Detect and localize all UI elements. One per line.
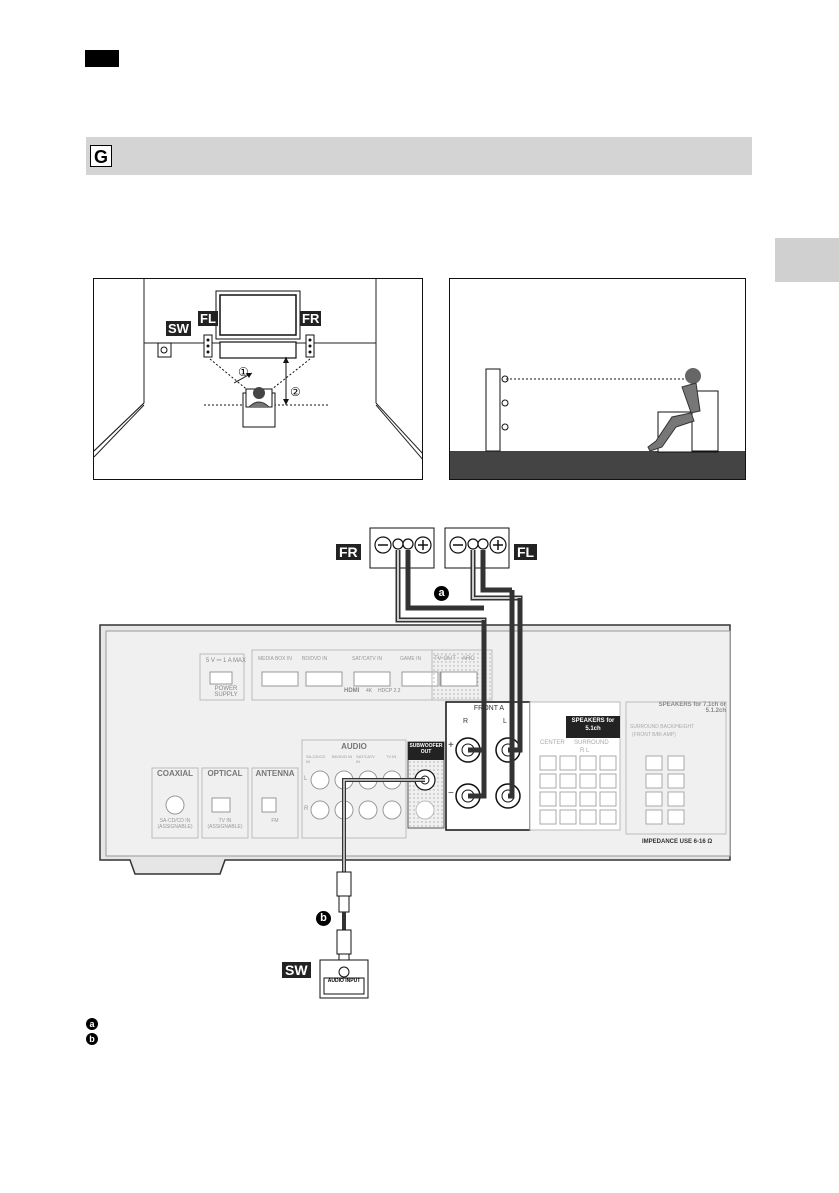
coaxial-sub: SA-CD/CD IN (ASSIGNABLE) — [157, 818, 193, 830]
audio-in-3: SAT/CATV IN — [356, 754, 375, 764]
note-marker — [85, 50, 119, 67]
section-letter: G — [90, 145, 112, 167]
power-supply-label: POWER SUPPLY — [214, 686, 238, 698]
footnote-a: a — [86, 1016, 98, 1030]
front-minus: − — [448, 788, 454, 799]
fr-terminal-box — [369, 527, 435, 569]
power-supply-spec: 5 V ⎓ 1 A MAX — [205, 658, 247, 664]
room-side-view-diagram — [449, 278, 746, 480]
antenna-sub: FM — [271, 818, 279, 824]
center-label: CENTER — [540, 740, 565, 746]
coaxial-label: COAXIAL — [157, 769, 193, 778]
audio-r: R — [304, 806, 309, 812]
fr-connection-badge: FR — [336, 544, 361, 560]
connection-diagram — [99, 527, 731, 999]
rca-plug-top — [336, 871, 352, 897]
surround-label: SURROUND — [574, 740, 609, 746]
hdmi-in-2: BD/DVD IN — [302, 656, 328, 662]
antenna-label: ANTENNA — [255, 769, 295, 778]
audio-label: AUDIO — [341, 742, 367, 751]
fl-connection-badge: FL — [514, 544, 538, 560]
optical-label: OPTICAL — [207, 769, 243, 778]
optical-sub: TV IN (ASSIGNABLE) — [207, 818, 243, 830]
tv-screen — [219, 294, 297, 336]
fl-terminal-box — [444, 527, 510, 569]
front-l-label: L — [503, 718, 507, 725]
audio-in-2: BD/DVD IN — [332, 754, 353, 759]
hdmi-arc: ARC — [462, 656, 475, 662]
audio-input-label: AUDIO INPUT — [327, 978, 361, 984]
front-a-label: FRONT A — [473, 705, 505, 712]
front-plus: + — [448, 740, 454, 751]
surround-back-label: SURROUND BACK/HEIGHT — [630, 724, 695, 730]
sw-connection-badge: SW — [282, 962, 311, 978]
distance-1-label: ① — [238, 365, 249, 379]
hdmi-tv-out: TV OUT — [434, 656, 456, 662]
sw-badge: SW — [166, 321, 191, 336]
section-header-bar — [86, 137, 752, 175]
audio-in-4: TV IN — [386, 754, 397, 759]
sw-speaker — [157, 342, 172, 358]
hdmi-badge-hdcp: HDCP 2.3 — [378, 688, 401, 694]
footnote-a-marker: a — [86, 1018, 98, 1030]
audio-in-1: SA-CD/CD IN — [306, 754, 326, 764]
speakers-51-label: SPEAKERS for 5.1ch — [571, 718, 615, 732]
impedance-label: IMPEDANCE USE 6-16 Ω — [642, 839, 713, 845]
rca-plug-bottom — [336, 929, 352, 955]
surround-rl: R L — [580, 748, 590, 754]
callout-b: b — [316, 911, 331, 926]
side-tab — [775, 238, 839, 282]
speakers-71-label: SPEAKERS for 7.1ch or 5.1.2ch — [658, 702, 726, 714]
room-top-view-diagram: SW FL FR ① ② — [93, 278, 423, 480]
hdmi-in-3: SAT/CATV IN — [352, 656, 383, 662]
fl-badge: FL — [198, 311, 218, 326]
callout-a: a — [434, 586, 449, 601]
hdmi-in-4: GAME IN — [400, 656, 422, 662]
footnote-b: b — [86, 1031, 98, 1045]
hdmi-label: HDMI — [344, 688, 360, 694]
distance-2-label: ② — [290, 385, 301, 399]
fr-badge: FR — [300, 311, 322, 326]
footnote-b-marker: b — [86, 1033, 98, 1045]
soundbar-receiver — [219, 341, 297, 359]
subwoofer-out-label: SUBWOOFER OUT — [409, 743, 443, 755]
hdmi-in-1: MEDIA BOX IN — [258, 656, 292, 662]
front-b-label: (FRONT B/BI-AMP) — [632, 732, 676, 738]
front-r-label: R — [463, 718, 469, 725]
audio-l: L — [304, 776, 308, 782]
front-a-terminal-block — [445, 701, 531, 831]
hdmi-badge-4k: 4K — [366, 688, 373, 694]
speaker-side — [485, 368, 501, 452]
